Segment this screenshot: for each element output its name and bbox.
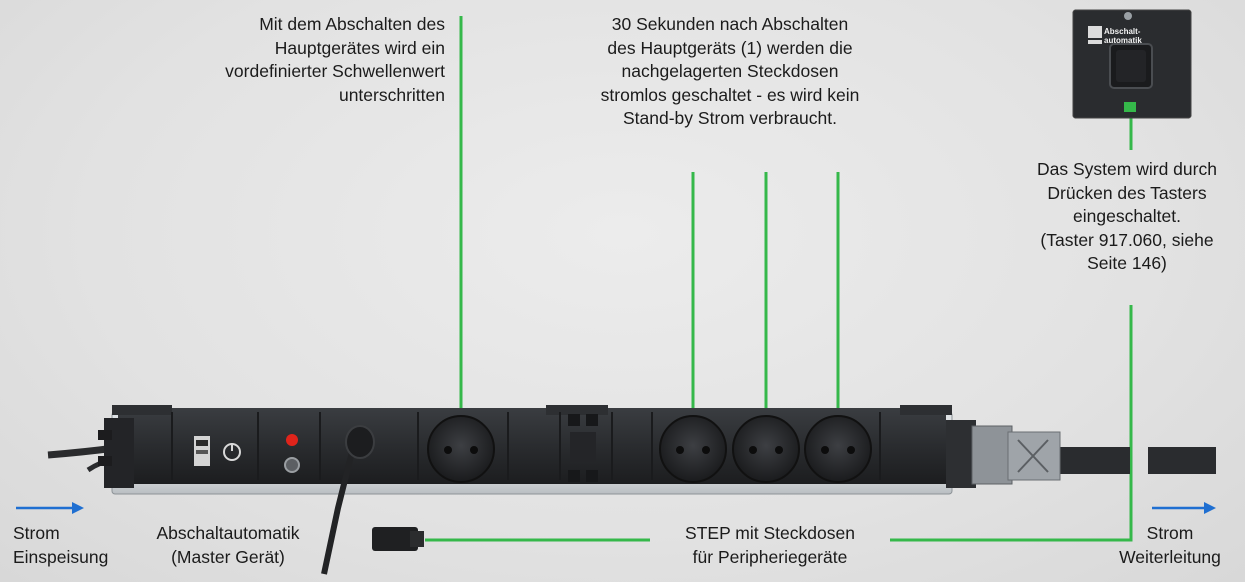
label-step-outlets: STEP mit Steckdosen für Peripheriegeräte xyxy=(685,523,855,567)
left-end-cap xyxy=(98,418,134,488)
annotation-button-description: Das System wird durch Drücken des Taster… xyxy=(1037,159,1217,273)
red-indicator-led xyxy=(286,434,298,446)
output-cable xyxy=(1058,447,1216,474)
label-master-device: Abschaltautomatik (Master Gerät) xyxy=(156,523,300,567)
control-wire xyxy=(321,425,424,575)
annotation-timer-description: 30 Sekunden nach Abschalten des Hauptger… xyxy=(600,14,860,128)
middle-connector xyxy=(568,414,598,482)
label-power-in: Strom Einspeisung xyxy=(13,523,109,567)
green-callout-lines xyxy=(425,16,1133,542)
indicator-module xyxy=(284,434,300,473)
control-wire-line-right xyxy=(890,305,1133,542)
reset-button xyxy=(284,457,300,473)
annotation-master-threshold: Mit dem Abschalten des Hauptgerätes wird… xyxy=(225,14,445,105)
output-plug xyxy=(946,420,1061,488)
outlet-master xyxy=(427,415,495,483)
push-button-device xyxy=(1072,9,1192,119)
device-module-label: Abschalt- automatik xyxy=(1104,27,1142,45)
master-module xyxy=(194,436,241,466)
outlet-2 xyxy=(732,415,800,483)
outlet-1 xyxy=(659,415,727,483)
power-arrows xyxy=(16,502,1216,514)
label-power-out: Strom Weiterleitung xyxy=(1119,523,1221,567)
outlet-3 xyxy=(804,415,872,483)
